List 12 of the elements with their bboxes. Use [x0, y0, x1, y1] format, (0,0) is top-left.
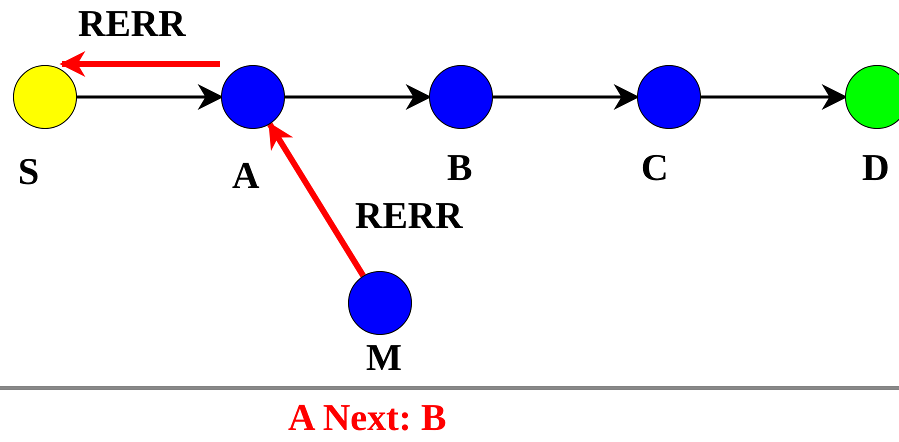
node-label: D — [862, 148, 890, 188]
node-label: B — [447, 148, 472, 188]
arrow — [267, 122, 366, 278]
node-label: C — [641, 148, 668, 188]
node-label: A — [232, 156, 260, 196]
edge-label: RERR — [78, 4, 186, 44]
node-label: M — [366, 338, 402, 378]
note-text: A Next: B — [288, 398, 446, 438]
node-label: S — [18, 152, 40, 192]
edge-label: RERR — [355, 196, 463, 236]
arrow — [59, 51, 220, 77]
node-circle — [845, 65, 899, 129]
